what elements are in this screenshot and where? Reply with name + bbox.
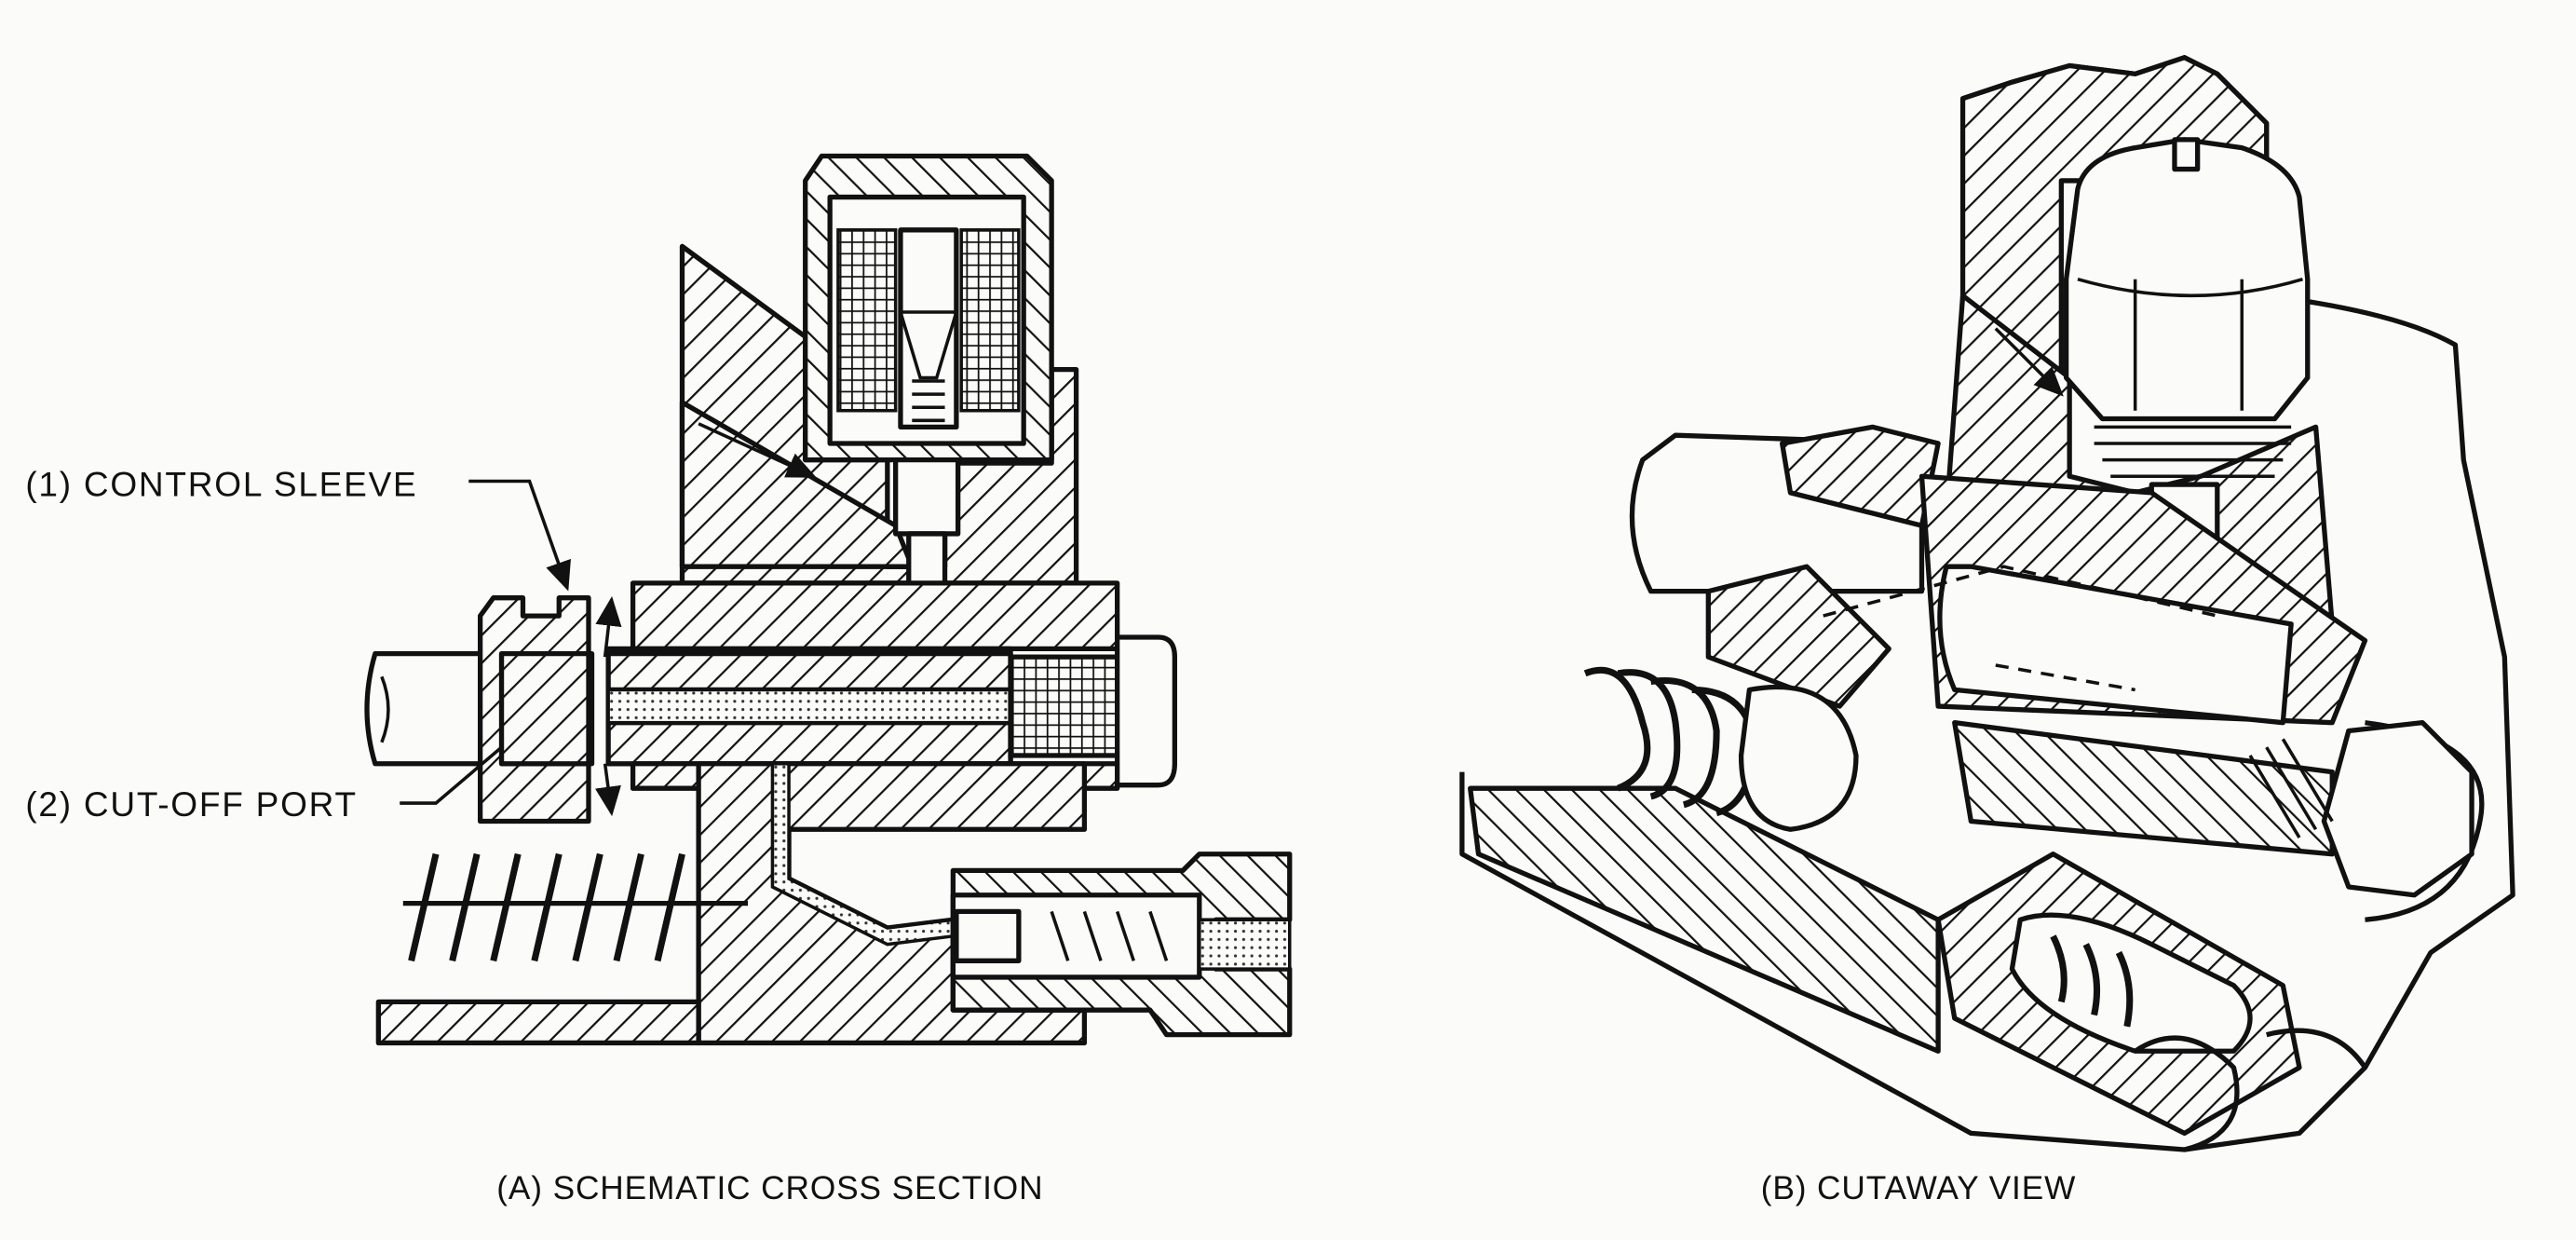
leader-lines [400,479,571,805]
hex-bolt [2248,720,2474,898]
barrel [605,580,1178,791]
caption-a: (A) SCHEMATIC CROSS SECTION [496,1170,1043,1206]
caption-b: (B) CUTAWAY VIEW [1761,1170,2077,1206]
plunger-barrel [1629,424,2368,857]
solenoid [803,153,1054,647]
cutaway-view: (B) CUTAWAY VIEW [1459,55,2515,1206]
control-sleeve-label: (1) CONTROL SLEEVE [25,464,417,503]
control-sleeve [478,595,622,824]
schematic-cross-section: (1) CONTROL SLEEVE (2) CUT-OFF PORT (A) … [25,153,1293,1206]
cut-off-port-label: (2) CUT-OFF PORT [25,784,358,824]
lower-body [375,761,1088,1046]
delivery-valve-fitting [950,852,1293,1038]
spring-left [1583,666,1859,832]
delivery-valve [1935,852,2367,1152]
